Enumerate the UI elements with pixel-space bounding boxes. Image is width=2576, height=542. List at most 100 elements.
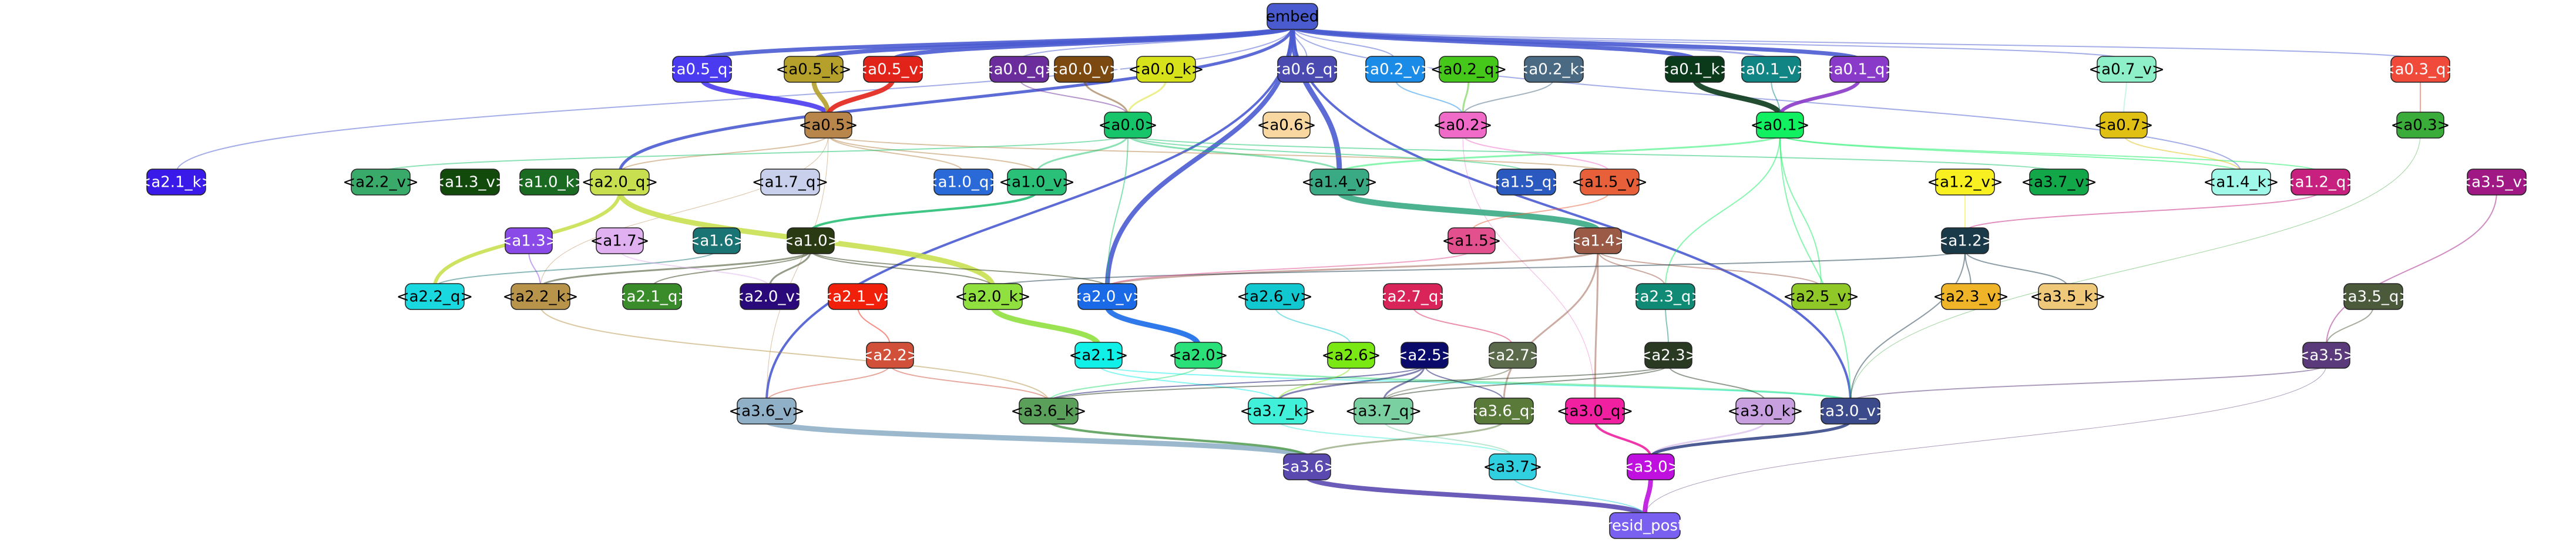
node-a3-7-q[interactable]: <a3.7_q> (1345, 398, 1422, 425)
node-a3-0-k[interactable]: <a3.0_k> (1728, 398, 1803, 425)
node-box (760, 169, 820, 196)
node-a0-2[interactable]: <a0.2> (1433, 112, 1493, 139)
node-a0-5-k[interactable]: <a0.5_k> (776, 56, 852, 83)
node-a1-5-v[interactable]: <a1.5_v> (1571, 169, 1648, 196)
node-label: <a0.1> (1751, 117, 1810, 134)
node-a2-7[interactable]: <a2.7> (1483, 342, 1543, 369)
edge-a1_2-a3_5_k (1964, 250, 2068, 288)
node-a1-7-q[interactable]: <a1.7_q> (752, 169, 828, 196)
node-box (1735, 398, 1795, 425)
node-a1-0-q[interactable]: <a1.0_q> (925, 169, 1002, 196)
node-a0-7-v[interactable]: <a0.7_v> (2088, 56, 2165, 83)
node-a3-7-k[interactable]: <a3.7_k> (1240, 398, 1316, 425)
node-a1-4-v[interactable]: <a1.4_v> (1301, 169, 1378, 196)
node-a0-2-k[interactable]: <a0.2_k> (1516, 56, 1592, 83)
edge-a0_0-a3_7_v (1127, 134, 2060, 173)
node-a0-7[interactable]: <a0.7> (2094, 112, 2154, 139)
node-a2-1-q[interactable]: <a2.1_q> (614, 283, 690, 310)
node-a0-0-v[interactable]: <a0.0_v> (1046, 56, 1122, 83)
node-box (1665, 56, 1725, 83)
node-a1-2[interactable]: <a1.2> (1936, 227, 1995, 254)
node-a1-0[interactable]: <a1.0> (781, 227, 841, 254)
node-a1-3[interactable]: <a1.3> (499, 227, 559, 254)
node-a1-7[interactable]: <a1.7> (590, 227, 650, 254)
node-a2-5[interactable]: <a2.5> (1395, 342, 1455, 369)
edge-a0_0-a2_0_v2 (1107, 134, 1129, 288)
node-a2-6[interactable]: <a2.6> (1322, 342, 1381, 369)
node-a0-1-k[interactable]: <a0.1_k> (1657, 56, 1733, 83)
node-a0-0[interactable]: <a0.0> (1099, 112, 1158, 139)
node-a3-0-v[interactable]: <a3.0_v> (1812, 398, 1889, 425)
node-a1-3-v[interactable]: <a1.3_v> (432, 169, 508, 196)
node-a0-6[interactable]: <a0.6> (1257, 112, 1316, 139)
node-a1-0-v[interactable]: <a1.0_v> (999, 169, 1075, 196)
node-a0-0-q[interactable]: <a0.0_q> (981, 56, 1057, 83)
node-a3-6-k[interactable]: <a3.6_k> (1011, 398, 1087, 425)
node-a0-3-q[interactable]: <a0.3_q> (2382, 56, 2459, 83)
node-a2-2-v[interactable]: <a2.2_v> (342, 169, 419, 196)
edge-embed-a1_4_k (1292, 25, 2242, 173)
node-a3-6-q[interactable]: <a3.6_q> (1466, 398, 1542, 425)
node-a1-6[interactable]: <a1.6> (687, 227, 747, 254)
node-a3-5[interactable]: <a3.5> (2297, 342, 2356, 369)
node-a2-2-k[interactable]: <a2.2_k> (503, 283, 579, 310)
node-a2-0[interactable]: <a2.0> (1169, 342, 1228, 369)
node-a2-6-v[interactable]: <a2.6_v> (1237, 283, 1313, 310)
node-a1-5[interactable]: <a1.5> (1442, 227, 1502, 254)
node-a2-5-v[interactable]: <a2.5_v> (1783, 283, 1859, 310)
node-box (2029, 169, 2089, 196)
node-resid-post[interactable]: resid_post (1606, 512, 1684, 539)
node-a3-5-v[interactable]: <a3.5_v> (2459, 169, 2535, 196)
node-a1-4-k[interactable]: <a1.4_k> (2204, 169, 2279, 196)
node-a2-3[interactable]: <a2.3> (1639, 342, 1698, 369)
node-a2-1[interactable]: <a2.1> (1069, 342, 1129, 369)
node-a0-5[interactable]: <a0.5> (799, 112, 858, 139)
edge-a0_5_v-a0_5 (826, 78, 895, 116)
node-label: <a2.1_q> (614, 288, 690, 306)
node-a2-0-k[interactable]: <a2.0_k> (955, 283, 1031, 310)
node-a3-6[interactable]: <a3.6> (1278, 453, 1337, 480)
node-label: <a2.2_q> (397, 288, 473, 306)
node-a3-0-q[interactable]: <a3.0_q> (1557, 398, 1633, 425)
node-a1-2-q[interactable]: <a1.2_q> (2282, 169, 2359, 196)
edge-a0_5-a1_0_q (828, 134, 964, 173)
node-a2-0-v[interactable]: <a2.0_v> (731, 283, 808, 310)
node-label: <a0.2> (1433, 117, 1493, 134)
node-a2-1-v[interactable]: <a2.1_v> (820, 283, 896, 310)
node-a3-7[interactable]: <a3.7> (1483, 453, 1543, 480)
edge-a3_6-resid_post (1305, 474, 1647, 518)
node-a0-2-q[interactable]: <a0.2_q> (1430, 56, 1507, 83)
node-a0-1-v[interactable]: <a0.1_v> (1733, 56, 1809, 83)
node-a1-2-v[interactable]: <a1.2_v> (1927, 169, 2003, 196)
node-a3-5-k[interactable]: <a3.5_k> (2030, 283, 2106, 310)
node-a2-1-k[interactable]: <a2.1_k> (139, 169, 214, 196)
node-a2-2[interactable]: <a2.2> (861, 342, 920, 369)
node-a0-2-v[interactable]: <a0.2_v> (1357, 56, 1433, 83)
node-a0-6-q[interactable]: <a0.6_q> (1269, 56, 1345, 83)
node-a0-1[interactable]: <a0.1> (1751, 112, 1810, 139)
node-label: <a1.0_k> (512, 174, 587, 191)
node-a0-0-k[interactable]: <a0.0_k> (1129, 56, 1204, 83)
node-a2-3-v[interactable]: <a2.3_v> (1933, 283, 2009, 310)
node-a3-5-q[interactable]: <a3.5_q> (2335, 283, 2412, 310)
node-a1-0-k[interactable]: <a1.0_k> (512, 169, 587, 196)
edge-embed-a0_7_v (1292, 25, 2127, 60)
node-a1-5-q[interactable]: <a1.5_q> (1488, 169, 1564, 196)
node-label: <a2.7> (1483, 347, 1543, 365)
node-a1-4[interactable]: <a1.4> (1569, 227, 1628, 254)
node-box (1524, 56, 1584, 83)
node-a2-3-q[interactable]: <a2.3_q> (1627, 283, 1704, 310)
node-a0-3[interactable]: <a0.3> (2391, 112, 2450, 139)
node-a0-1-q[interactable]: <a0.1_q> (1821, 56, 1897, 83)
node-a2-0-q[interactable]: <a2.0_q> (582, 169, 658, 196)
node-a2-0-v2[interactable]: <a2.0_v> (1069, 283, 1146, 310)
node-a3-0[interactable]: <a3.0> (1621, 453, 1681, 480)
node-a2-7-q[interactable]: <a2.7_q> (1375, 283, 1451, 310)
node-a0-5-v[interactable]: <a0.5_v> (855, 56, 931, 83)
node-a0-5-q[interactable]: <a0.5_q> (664, 56, 740, 83)
node-a2-2-q[interactable]: <a2.2_q> (397, 283, 473, 310)
node-embed[interactable]: embed (1266, 3, 1319, 30)
node-a3-7-v[interactable]: <a3.7_v> (2021, 169, 2097, 196)
node-a3-6-v[interactable]: <a3.6_v> (728, 398, 805, 425)
edge-embed-a3_0_v (1291, 25, 1852, 402)
